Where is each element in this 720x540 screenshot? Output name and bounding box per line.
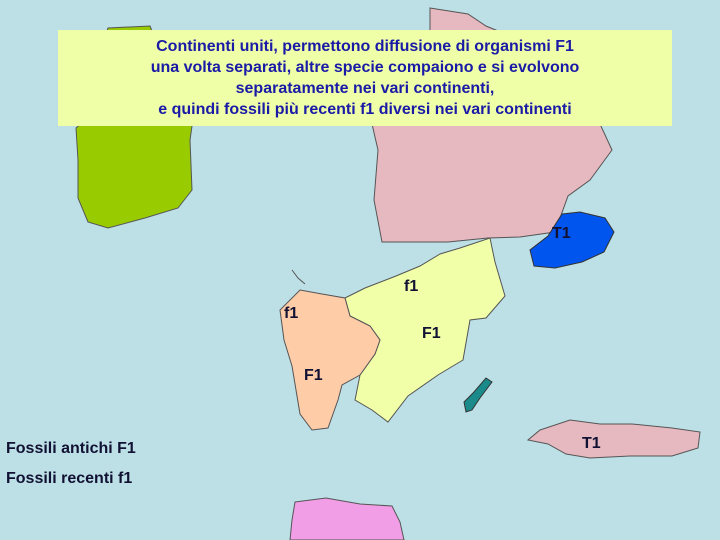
label-t1-top: T1 xyxy=(552,225,571,242)
label-f1-recent: f1 xyxy=(284,305,299,322)
label-f1-ancient: F1 xyxy=(304,367,323,384)
caption-line: una volta separati, altre specie compaio… xyxy=(150,59,580,76)
caption-box: Continenti uniti, permettono diffusione … xyxy=(58,30,672,126)
legend-ancient-fossils: Fossili antichi F1 xyxy=(6,440,136,457)
blue-landmass xyxy=(529,211,615,269)
legend-recent-fossils: Fossili recenti f1 xyxy=(6,470,133,487)
caption-line: separatamente nei vari continenti, xyxy=(235,80,495,97)
peach-continent xyxy=(279,289,381,431)
magenta-continent xyxy=(289,497,405,540)
small-pink-continent xyxy=(526,419,701,459)
label-f1-ancient: F1 xyxy=(422,325,441,342)
caption-line: e quindi fossili più recenti f1 diversi … xyxy=(158,101,572,118)
coast-line xyxy=(291,269,306,285)
label-t1-bottom: T1 xyxy=(582,435,601,452)
teal-island xyxy=(463,377,493,413)
label-f1-recent: f1 xyxy=(404,278,419,295)
caption-line: Continenti uniti, permettono diffusione … xyxy=(156,38,574,55)
